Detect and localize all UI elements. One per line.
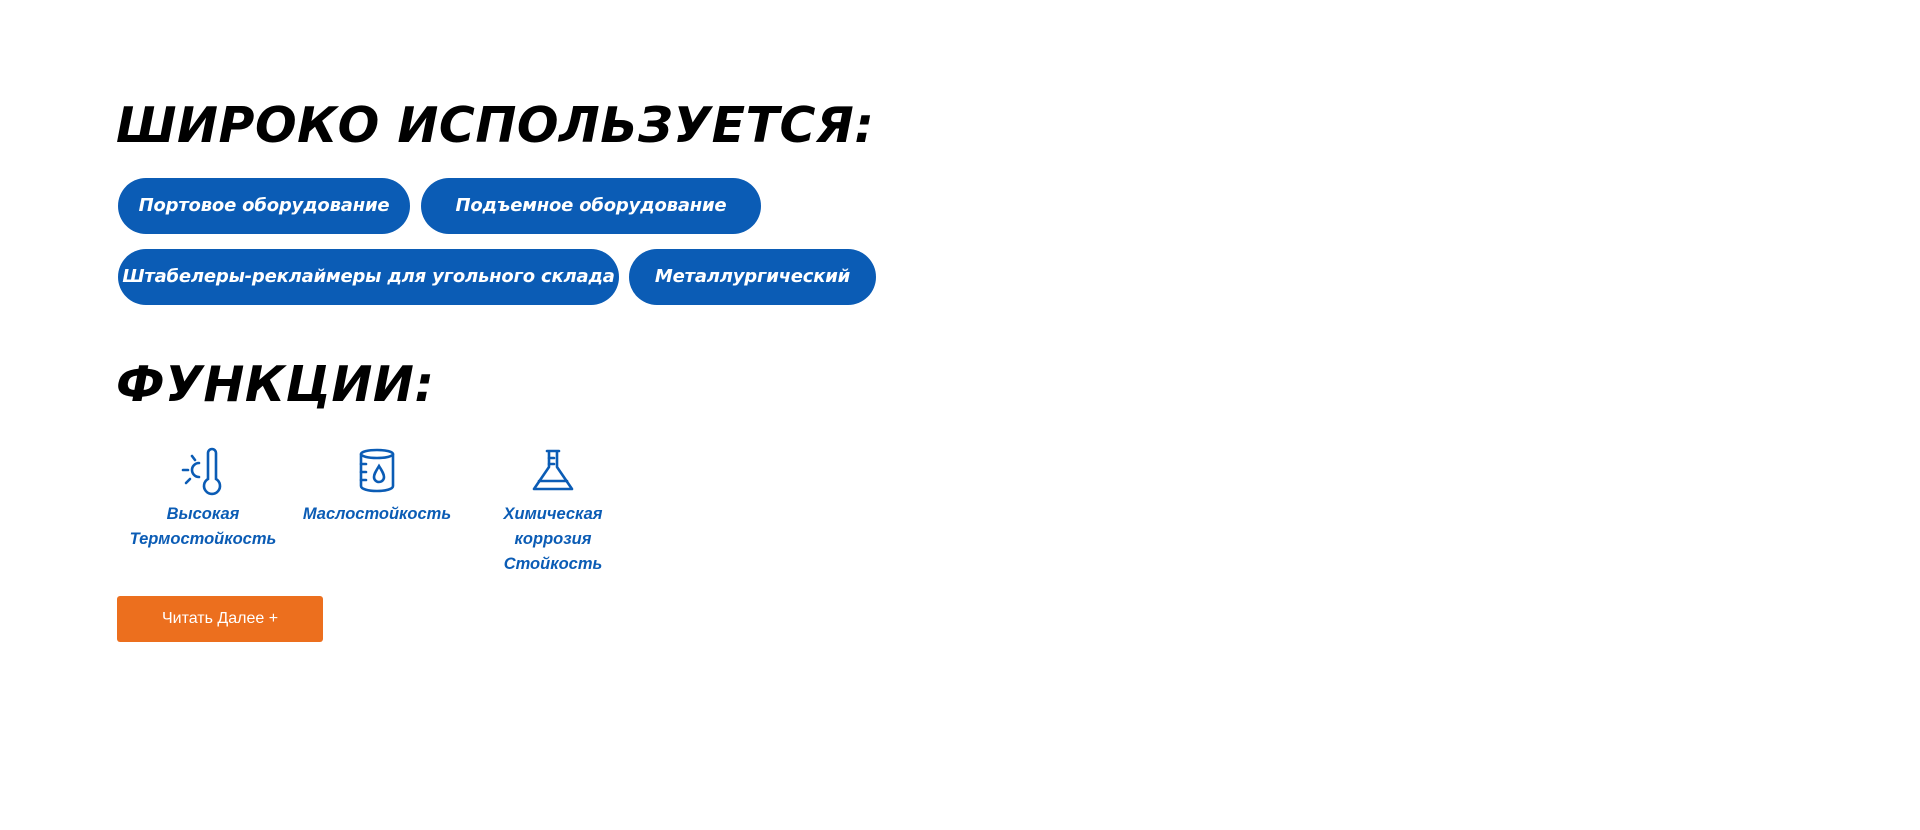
functions-heading: ФУНКЦИИ: (116, 356, 435, 413)
oil-barrel-icon (302, 446, 452, 496)
chemical-flask-icon (463, 446, 643, 496)
tag-lifting-equipment[interactable]: Подъемное оборудование (421, 178, 761, 234)
feature-label-line1: Химическая коррозия (503, 505, 603, 548)
uses-heading: ШИРОКО ИСПОЛЬЗУЕТСЯ: (116, 97, 875, 154)
tag-stacker-reclaimers[interactable]: Штабелеры-реклаймеры для угольного склад… (118, 249, 619, 305)
feature-label-line1: Маслостойкость (302, 505, 452, 523)
tag-metallurgical[interactable]: Металлургический (629, 249, 876, 305)
feature-label-line2: Стойкость (503, 555, 603, 573)
feature-label-line1: Высокая (166, 505, 240, 523)
feature-heat-resistance: Высокая Термостойкость (128, 446, 278, 552)
tag-port-equipment[interactable]: Портовое оборудование (118, 178, 410, 234)
thermometer-sun-icon (128, 446, 278, 496)
feature-label-line2: Термостойкость (129, 530, 277, 548)
read-more-button[interactable]: Читать Далее + (117, 596, 323, 642)
feature-chemical-corrosion: Химическая коррозия Стойкость (463, 446, 643, 577)
feature-oil-resistance: Маслостойкость (302, 446, 452, 527)
